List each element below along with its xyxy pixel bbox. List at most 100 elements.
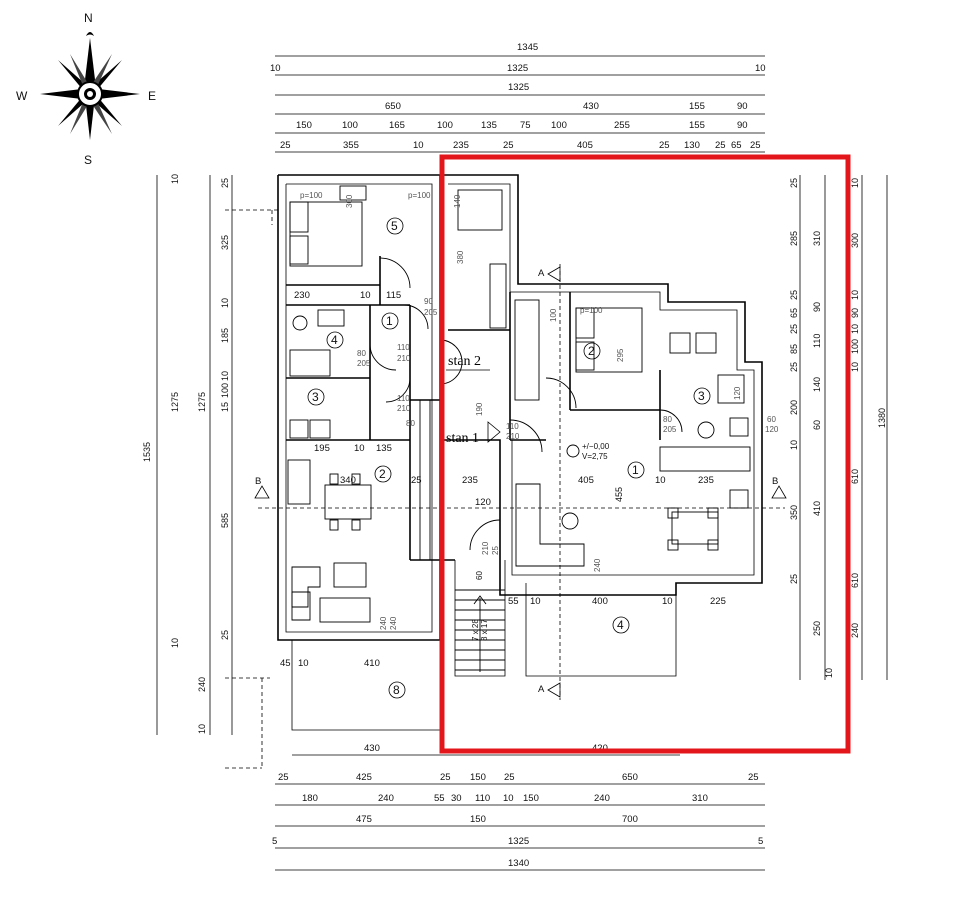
dim-left: 100 xyxy=(220,383,230,398)
svg-text:90: 90 xyxy=(424,297,433,306)
svg-text:210: 210 xyxy=(397,354,411,363)
dim-right: 10 xyxy=(850,362,860,372)
apartment-label-stan1: stan 1 xyxy=(446,431,479,446)
dim-top: 155 xyxy=(689,101,705,112)
svg-text:205: 205 xyxy=(424,308,438,317)
dim-top: 1325 xyxy=(507,63,528,74)
dim-bottom: 240 xyxy=(594,793,610,804)
dim-top: 150 xyxy=(296,120,312,131)
apartment-label-stan2: stan 2 xyxy=(448,354,481,369)
left-dimension-lines xyxy=(156,175,233,735)
dim-right: 110 xyxy=(812,334,822,348)
dim-bottom: 240 xyxy=(378,793,394,804)
dim-right: 10 xyxy=(850,178,860,188)
dim-right: 85 xyxy=(789,344,799,354)
dim-bottom: 25 xyxy=(748,772,759,783)
svg-text:110: 110 xyxy=(397,394,410,403)
dim-top: 90 xyxy=(737,101,748,112)
room-number: 4 xyxy=(331,333,338,347)
svg-text:10: 10 xyxy=(530,596,541,607)
svg-text:10: 10 xyxy=(298,658,309,669)
room-number: 2 xyxy=(379,467,386,481)
svg-text:410: 410 xyxy=(364,658,380,669)
dim-right: 65 xyxy=(789,308,799,318)
dim-right: 310 xyxy=(812,231,822,246)
dim-left: 240 xyxy=(197,677,207,692)
dim-top: 1325 xyxy=(508,82,529,93)
svg-text:340: 340 xyxy=(340,475,356,486)
dim-right: 10 xyxy=(824,668,834,678)
dim-right: 10 xyxy=(789,440,799,450)
dim-bottom: 650 xyxy=(622,772,638,783)
svg-text:p=100: p=100 xyxy=(580,306,603,315)
svg-text:10: 10 xyxy=(354,443,365,454)
dim-bottom: 425 xyxy=(356,772,372,783)
dim-right: 10 xyxy=(850,324,860,334)
dim-bottom: 25 xyxy=(278,772,289,783)
dim-bottom: 55 xyxy=(434,793,445,804)
dim-left-mid2: 1275 xyxy=(197,392,207,412)
svg-text:25: 25 xyxy=(491,546,500,555)
dim-right: 350 xyxy=(789,505,799,520)
compass-s: S xyxy=(84,153,92,167)
svg-text:115: 115 xyxy=(386,290,401,301)
dim-bottom: 310 xyxy=(692,793,708,804)
dim-right: 200 xyxy=(789,400,799,415)
room-number: 1 xyxy=(632,463,639,477)
dim-right: 25 xyxy=(789,290,799,300)
svg-text:210: 210 xyxy=(397,404,411,413)
svg-text:210: 210 xyxy=(506,432,520,441)
svg-text:400: 400 xyxy=(592,596,608,607)
dim-bottom: 150 xyxy=(470,772,486,783)
dim-left: 325 xyxy=(220,235,230,250)
dim-bottom: 475 xyxy=(356,814,372,825)
dim-left-outer: 1535 xyxy=(142,442,152,462)
dim-right: 140 xyxy=(812,377,822,392)
highlight-frame xyxy=(439,154,851,754)
dim-left: 15 xyxy=(220,402,230,412)
svg-text:230: 230 xyxy=(294,290,310,301)
svg-text:10: 10 xyxy=(655,475,666,486)
svg-text:p=100: p=100 xyxy=(300,191,323,200)
dim-bottom: 1340 xyxy=(508,858,529,869)
dim-top: 355 xyxy=(343,140,359,151)
dim-top: 65 xyxy=(731,140,742,151)
interior-walls-right xyxy=(448,292,661,441)
compass-rose-icon xyxy=(40,32,140,140)
dim-top: 235 xyxy=(453,140,469,151)
inner-dimension-text: 230 10 115 90 205 110 210 80 205 110 210… xyxy=(280,191,779,669)
svg-text:80: 80 xyxy=(357,349,366,358)
exterior-walls xyxy=(277,174,763,731)
dim-left: 585 xyxy=(220,513,230,528)
dim-left: 10 xyxy=(220,298,230,308)
svg-text:240: 240 xyxy=(593,558,602,572)
dim-top: 100 xyxy=(437,120,453,131)
compass-w: W xyxy=(16,89,28,103)
dim-bottom: 150 xyxy=(470,814,486,825)
dim-bottom: 30 xyxy=(451,793,462,804)
dim-top: 10 xyxy=(270,63,281,74)
dim-top: 100 xyxy=(551,120,567,131)
right-dimension-lines xyxy=(799,175,888,680)
dim-bottom: 5 xyxy=(272,836,277,847)
section-marker-icon xyxy=(254,266,787,698)
svg-text:55: 55 xyxy=(508,596,519,607)
dim-top: 10 xyxy=(413,140,424,151)
dim-top: 75 xyxy=(520,120,531,131)
compass-n: N xyxy=(84,11,93,25)
dim-right: 10 xyxy=(850,290,860,300)
dim-bottom: 110 xyxy=(475,793,490,804)
level-label-2: V=2,75 xyxy=(582,452,608,461)
svg-text:195: 195 xyxy=(314,443,330,454)
room-number: 4 xyxy=(617,618,624,632)
dim-right: 250 xyxy=(812,621,822,636)
svg-text:210: 210 xyxy=(481,541,490,555)
svg-text:235: 235 xyxy=(462,475,478,486)
dim-right: 300 xyxy=(850,233,860,248)
dim-top: 135 xyxy=(481,120,497,131)
svg-text:380: 380 xyxy=(456,250,465,264)
room-number: 5 xyxy=(391,219,398,233)
dim-top: 430 xyxy=(583,101,599,112)
compass-e: E xyxy=(148,89,156,103)
dim-left: 10 xyxy=(170,174,180,184)
